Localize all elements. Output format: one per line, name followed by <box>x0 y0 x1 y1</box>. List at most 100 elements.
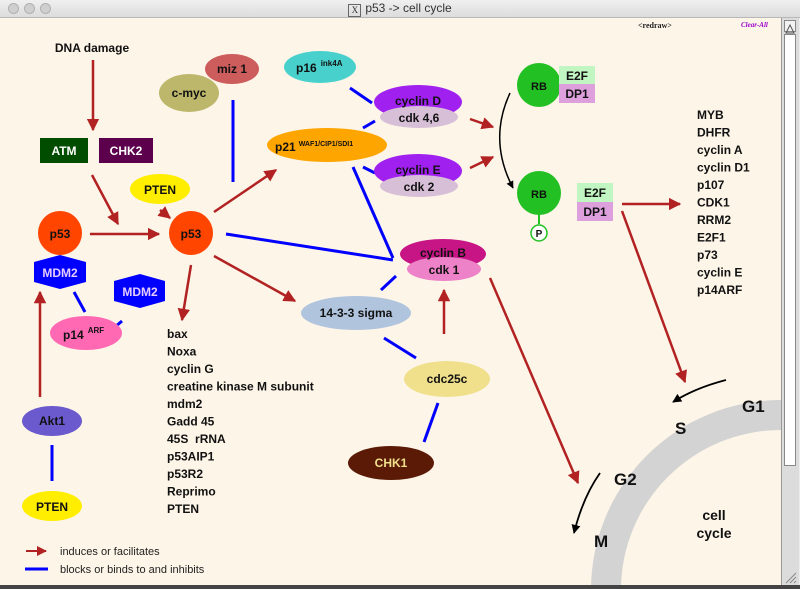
cyclinB-cdk1-complex[interactable]: cyclin B cdk 1 <box>400 239 486 281</box>
e2f_targets-item: CDK1 <box>697 196 730 210</box>
scrollbar-thumb[interactable] <box>784 34 796 466</box>
rb-top-label: RB <box>531 81 547 93</box>
minimize-window-button[interactable] <box>24 3 35 14</box>
p53-left-label: p53 <box>50 227 71 241</box>
rb-e2f-dp1-complex[interactable]: RB E2F DP1 <box>517 63 595 107</box>
vertical-scrollbar[interactable] <box>781 18 799 585</box>
arrow-atm-p53 <box>90 174 120 226</box>
e2f_targets-item: cyclin E <box>697 266 742 280</box>
zoom-window-button[interactable] <box>40 3 51 14</box>
inhibit-line-p21-cyclinB <box>351 166 395 259</box>
p14-label: p14 <box>63 328 84 342</box>
bottom-status-strip <box>0 585 800 589</box>
p53_targets-item: 45S rRNA <box>167 432 226 446</box>
inhibit-line-sigma-cdk1 <box>379 274 398 292</box>
miz1-label: miz 1 <box>217 62 247 76</box>
mdm2-left-node[interactable]: MDM2 <box>34 255 86 289</box>
cell-cycle-label-line2: cycle <box>696 525 731 541</box>
inhibit-line-p21-cyclinE <box>362 165 376 175</box>
redraw-button[interactable]: <redraw> <box>638 21 672 30</box>
e2f_targets-item: DHFR <box>697 126 731 140</box>
rb-phosphorylated-node[interactable]: RB P <box>517 171 561 242</box>
phase-g1-label: G1 <box>742 397 765 416</box>
e2f_targets-item: p14ARF <box>697 283 742 297</box>
miz1-node[interactable]: miz 1 <box>205 54 259 84</box>
pathway-diagram: <redraw> Clear-All <box>22 21 781 585</box>
sigma-label: 14-3-3 sigma <box>320 306 393 320</box>
cdk1-label: cdk 1 <box>429 263 460 277</box>
cyclinE-cdk2-complex[interactable]: cyclin E cdk 2 <box>374 154 462 197</box>
cyclinB-label: cyclin B <box>420 246 466 260</box>
p53_targets-item: bax <box>167 327 188 341</box>
p14arf-node[interactable]: p14 ARF <box>50 316 122 350</box>
e2f-dp1-free-complex[interactable]: E2F DP1 <box>577 183 613 221</box>
legend: induces or facilitates blocks or binds t… <box>25 546 205 576</box>
p14-superscript: ARF <box>88 326 105 335</box>
e2f_targets-item: cyclin A <box>697 143 743 157</box>
cyclinD-cdk46-complex[interactable]: cyclin D cdk 4,6 <box>374 85 462 128</box>
chk1-node[interactable]: CHK1 <box>348 446 434 480</box>
p53_targets-item: Reprimo <box>167 485 216 499</box>
e2f_targets-item: p73 <box>697 248 718 262</box>
inhibit-line-sigma-cdc25c <box>383 336 417 360</box>
mdm2-right-node[interactable]: MDM2 <box>114 274 165 308</box>
scroll-up-button[interactable] <box>784 20 796 34</box>
phosphate-label: P <box>536 229 543 240</box>
pten-bottom-node[interactable]: PTEN <box>22 491 82 521</box>
p53_targets-item: p53AIP1 <box>167 450 215 464</box>
legend-induce-label: induces or facilitates <box>60 546 160 558</box>
p53_targets-item: p53R2 <box>167 467 203 481</box>
phase-m-label: M <box>594 532 608 551</box>
x11-icon: X <box>348 4 362 17</box>
inhibit-line-mdm2-p14 <box>72 291 87 313</box>
p53-center-node[interactable]: p53 <box>169 211 213 255</box>
pten-top-label: PTEN <box>144 183 176 197</box>
arrow-cyclinD-rb <box>469 117 495 130</box>
cell-cycle-ring <box>591 400 781 585</box>
cdc25c-node[interactable]: cdc25c <box>404 361 490 397</box>
p53_targets-item: cyclin G <box>167 362 214 376</box>
akt1-label: Akt1 <box>39 414 65 428</box>
close-window-button[interactable] <box>8 3 19 14</box>
clear-all-button[interactable]: Clear-All <box>741 21 768 29</box>
g1-to-s-arrow <box>672 379 727 403</box>
inhibit-line-chk1-cdc25c <box>422 402 440 443</box>
arrow-p53-p21 <box>213 168 278 214</box>
p53_targets-item: mdm2 <box>167 397 203 411</box>
pten-top-node[interactable]: PTEN <box>130 174 190 204</box>
p16-superscript: ink4A <box>321 59 343 68</box>
akt1-node[interactable]: Akt1 <box>22 406 82 436</box>
cmyc-node[interactable]: c-myc <box>159 74 219 112</box>
e2f-bottom-label: E2F <box>584 186 606 200</box>
legend-inhibit-label: blocks or binds to and inhibits <box>60 564 205 576</box>
g2-to-m-arrow <box>571 472 601 534</box>
atm-node[interactable]: ATM <box>40 138 88 163</box>
inhibit-line-p53-cyclinB <box>225 232 394 262</box>
resize-grip-icon[interactable] <box>783 570 797 584</box>
cdk2-label: cdk 2 <box>404 180 435 194</box>
phosphate-icon <box>530 224 548 242</box>
cell-cycle-label-line1: cell <box>702 507 725 523</box>
arrow-p53-sigma <box>213 254 297 303</box>
p53_targets-item: Noxa <box>167 345 197 359</box>
pten-bottom-label: PTEN <box>36 500 68 514</box>
p21-label: p21 <box>275 140 296 154</box>
mdm2-right-label: MDM2 <box>122 285 158 299</box>
phase-s-label: S <box>675 419 686 438</box>
e2f_targets-item: MYB <box>697 108 724 122</box>
arrow-cdk1-m-phase <box>488 277 580 485</box>
svg-text:p14ARF: p14 ARF <box>63 326 104 342</box>
sigma-node[interactable]: 14-3-3 sigma <box>301 296 411 330</box>
e2f_targets-item: p107 <box>697 178 725 192</box>
chk2-node[interactable]: CHK2 <box>99 138 153 163</box>
chk1-label: CHK1 <box>375 456 408 470</box>
phase-g2-label: G2 <box>614 470 637 489</box>
p53-center-label: p53 <box>181 227 202 241</box>
p53-left-node[interactable]: p53 <box>38 211 82 255</box>
